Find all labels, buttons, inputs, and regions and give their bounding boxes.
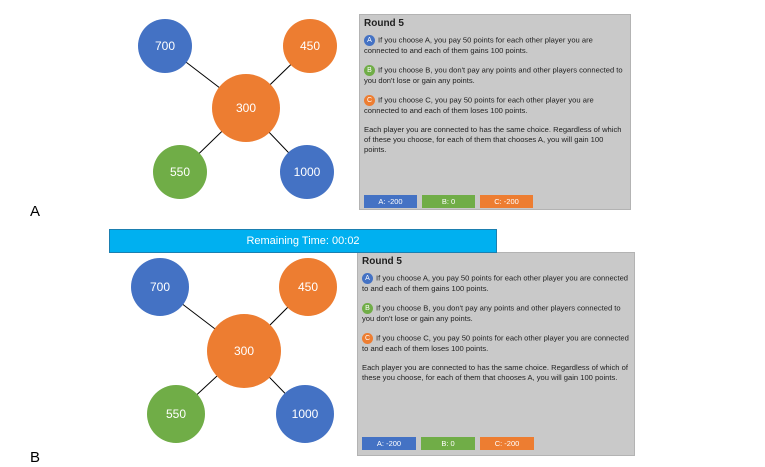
choice-c-text: If you choose C, you pay 50 points for e… [364, 95, 594, 116]
choice-c-text: If you choose C, you pay 50 points for e… [362, 333, 629, 354]
choice-a-badge: A [364, 35, 375, 46]
choice-a-button[interactable]: A: -200 [364, 195, 417, 208]
choice-b-text: If you choose B, you don't pay any point… [362, 303, 621, 324]
node-center-self: 300 [207, 314, 281, 388]
connection-summary: Each player you are connected to has the… [364, 125, 622, 154]
round-title: Round 5 [364, 18, 404, 29]
node-top-right: 450 [279, 258, 337, 316]
node-top-right: 450 [283, 19, 337, 73]
round-title: Round 5 [362, 256, 402, 267]
choice-b-badge: B [364, 65, 375, 76]
choice-b-button[interactable]: B: 0 [421, 437, 475, 450]
choice-c-button[interactable]: C: -200 [480, 195, 533, 208]
choice-b-text: If you choose B, you don't pay any point… [364, 65, 623, 86]
panel-label-b: B [30, 449, 41, 466]
choice-buttons: A: -200 B: 0 C: -200 [364, 195, 533, 208]
choice-c-badge: C [364, 95, 375, 106]
node-center-self: 300 [212, 74, 280, 142]
node-bottom-right: 1000 [276, 385, 334, 443]
choice-b-badge: B [362, 303, 373, 314]
choice-c-button[interactable]: C: -200 [480, 437, 534, 450]
choice-a-badge: A [362, 273, 373, 284]
choice-c-badge: C [362, 333, 373, 344]
choice-a-text: If you choose A, you pay 50 points for e… [364, 35, 593, 56]
panel-label-a: A [30, 203, 41, 220]
choice-a-text: If you choose A, you pay 50 points for e… [362, 273, 629, 294]
choice-a-button[interactable]: A: -200 [362, 437, 416, 450]
node-top-left: 700 [138, 19, 192, 73]
player-network: 700 450 300 550 1000 [0, 0, 360, 230]
remaining-time-bar: Remaining Time: 00:02 [109, 229, 497, 253]
node-bottom-left: 550 [153, 145, 207, 199]
node-top-left: 700 [131, 258, 189, 316]
connection-summary: Each player you are connected to has the… [362, 363, 628, 382]
choice-buttons: A: -200 B: 0 C: -200 [362, 437, 534, 450]
choice-b-button[interactable]: B: 0 [422, 195, 475, 208]
node-bottom-left: 550 [147, 385, 205, 443]
player-network: 700 450 300 550 1000 [0, 230, 360, 460]
node-bottom-right: 1000 [280, 145, 334, 199]
